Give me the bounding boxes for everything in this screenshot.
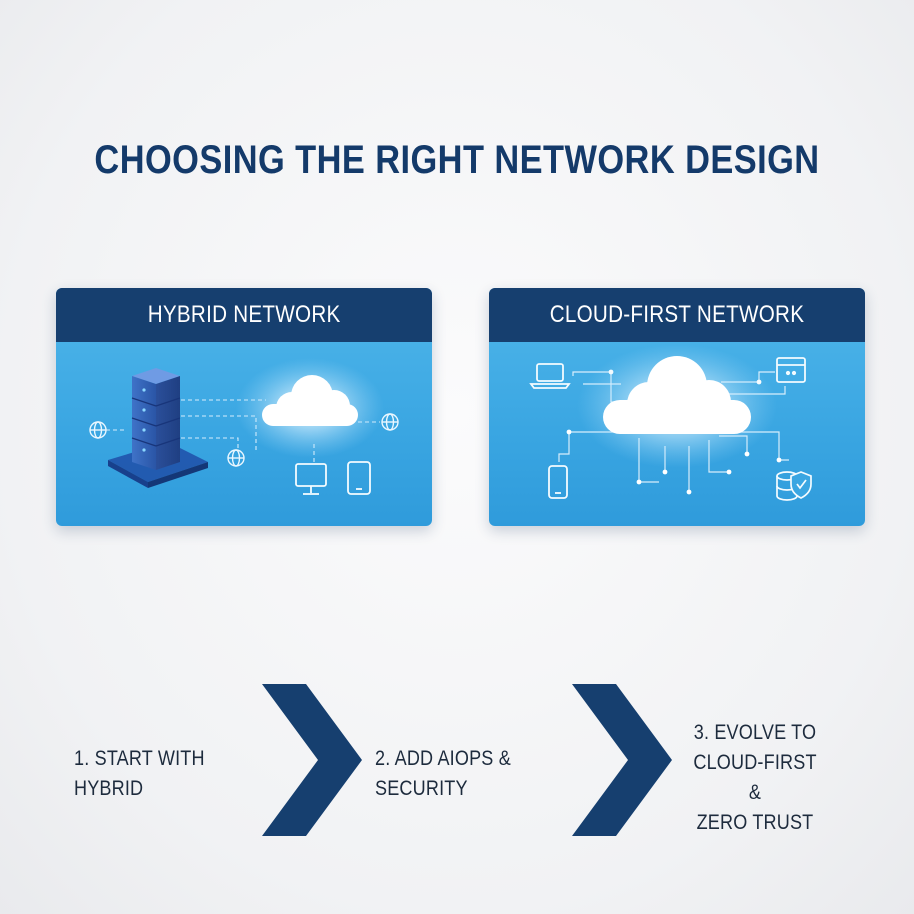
monitor-icon <box>295 463 327 495</box>
globe-icon <box>381 413 399 431</box>
page-title: CHOOSING THE RIGHT NETWORK DESIGN <box>94 138 820 182</box>
cloud-icon <box>236 358 384 458</box>
hybrid-network-illustration <box>89 358 399 495</box>
database-shield-icon <box>776 471 812 501</box>
laptop-icon <box>529 363 571 389</box>
server-rack-icon <box>108 368 208 488</box>
hybrid-network-header: HYBRID NETWORK <box>56 288 432 342</box>
browser-window-icon <box>776 357 806 383</box>
cloud-first-network-heading: CLOUD-FIRST NETWORK <box>549 301 805 328</box>
globe-icon <box>227 449 245 467</box>
globe-icon <box>89 421 107 439</box>
step-1-label: 1. START WITH HYBRID <box>74 747 205 800</box>
step-3-line-3: ZERO TRUST <box>696 811 814 834</box>
smartphone-icon <box>548 465 568 499</box>
cloud-first-network-illustration <box>529 344 812 501</box>
cloud-first-network-card: CLOUD-FIRST NETWORK <box>489 288 865 526</box>
step-3-label: 3. EVOLVE TO CLOUD-FIRST & ZERO TRUST <box>691 718 820 838</box>
step-3-line-2: CLOUD-FIRST & <box>693 751 817 804</box>
step-3-line-1: 3. EVOLVE TO <box>693 721 817 744</box>
step-arrow-chevron <box>572 684 672 836</box>
cloud-first-network-header: CLOUD-FIRST NETWORK <box>489 288 865 342</box>
tablet-icon <box>347 461 371 495</box>
hybrid-network-card: HYBRID NETWORK <box>56 288 432 526</box>
cloud-icon <box>577 344 777 468</box>
hybrid-network-heading: HYBRID NETWORK <box>147 301 341 328</box>
step-arrow-chevron <box>262 684 362 836</box>
step-2-label: 2. ADD AIOPS & SECURITY <box>375 747 511 800</box>
